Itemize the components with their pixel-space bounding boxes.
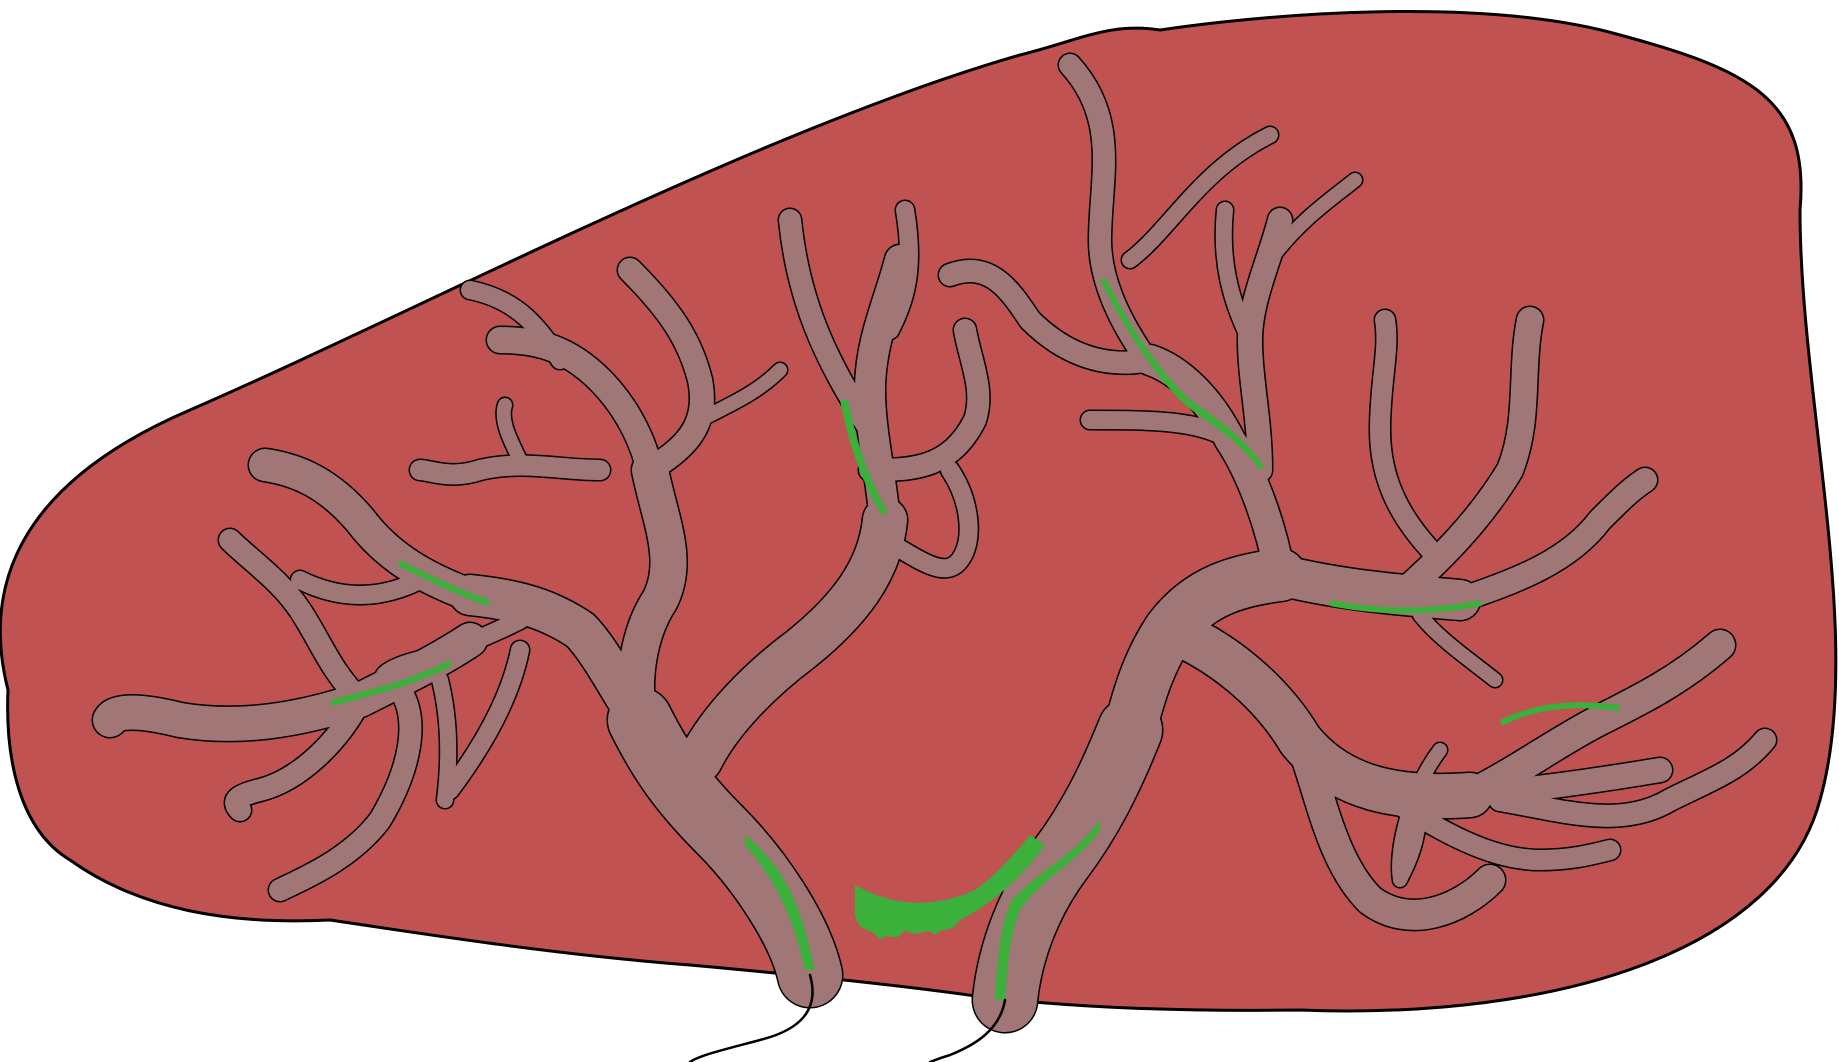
vessel-left-mid-lower xyxy=(376,611,529,684)
deposit-hilum-right xyxy=(995,820,1100,1000)
vessel-right-horizontal-twig-b xyxy=(1370,310,1450,570)
vessel-right-top-twig-a xyxy=(1215,202,1258,348)
vessel-fill xyxy=(93,54,1776,1032)
vessel-center-twig-a xyxy=(779,209,881,441)
vessel-left-lower-twig-b xyxy=(225,689,371,821)
vessel-right-top-twig-b xyxy=(1263,173,1362,267)
vessel-right-lower-e xyxy=(1390,795,1620,870)
vessel-right-lower-a xyxy=(1285,725,1505,930)
deposit-branch-upper-right xyxy=(1100,278,1264,470)
vessel-upper-left-of-right xyxy=(939,260,1161,374)
vessel-center-twig-b xyxy=(881,201,918,339)
vessel-right-upper-twig xyxy=(1081,411,1239,449)
vessel-left-mid-twig xyxy=(291,571,429,604)
external-duct-right xyxy=(928,998,1007,1062)
vessel-left-upper-a xyxy=(487,327,663,483)
vessel-right-spire-twig xyxy=(1122,127,1278,268)
vessel-left-lower-twig-e xyxy=(441,641,529,799)
deposit-branch-right xyxy=(1330,600,1482,614)
deposit-layer xyxy=(330,278,1620,1000)
vessel-left-upper-b xyxy=(618,258,714,482)
deposit-branch-left-upper xyxy=(398,560,490,606)
vessel-trunk-left xyxy=(608,688,842,1007)
vascular-tree xyxy=(91,52,1778,1034)
deposit-branch-far-right xyxy=(1500,702,1620,726)
vessel-right-lower-b xyxy=(1455,630,1735,810)
vessel-left-main xyxy=(450,575,660,740)
vessel-center-twig-d xyxy=(876,461,978,578)
deposit-branch-center xyxy=(840,400,888,515)
vessel-left-upper-c-twig xyxy=(496,398,527,467)
vessel-center-twig-c xyxy=(859,319,990,481)
external-duct-left xyxy=(688,973,814,1062)
vessel-left-upper-b-twig xyxy=(693,363,787,427)
deposit-branch-left xyxy=(330,660,452,706)
deposit-hilum-left xyxy=(745,835,815,970)
vessel-left-upper-c xyxy=(410,455,610,485)
vessel-right-lower-f xyxy=(1392,743,1447,887)
vessel-left-lower-twig-c xyxy=(269,679,422,901)
vessel-right-horizontal-tip xyxy=(1448,468,1657,612)
vessel-right-horizontal-tip-b xyxy=(1413,608,1502,687)
vessel-trunk-left-mid xyxy=(678,498,907,782)
vessel-right-lower-d xyxy=(1489,729,1776,827)
deposit-hilum-main xyxy=(855,835,1045,940)
vessel-right-horizontal xyxy=(1260,555,1480,620)
vessel-left-lower-twig-a xyxy=(219,529,371,711)
vessel-left-upper-a-twig xyxy=(461,281,569,369)
